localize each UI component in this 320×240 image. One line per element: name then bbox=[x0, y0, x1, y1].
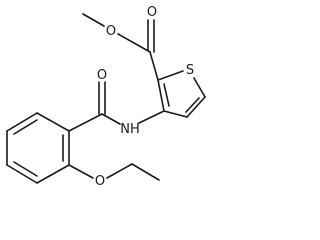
bond-methyl-o bbox=[82, 13, 105, 27]
bond-benz-2-3 bbox=[6, 112, 38, 132]
atom-o-ether: O bbox=[95, 174, 105, 189]
atom-s-thiophene: S bbox=[186, 63, 194, 78]
bond-c3-n bbox=[138, 110, 165, 124]
bond-c2-s bbox=[157, 70, 184, 81]
bond-ester-c-thiophene bbox=[149, 51, 159, 81]
bond-ch2-ch3 bbox=[131, 163, 160, 181]
atom-o-ester-methyl: O bbox=[106, 24, 116, 39]
bond-benz-o-ether bbox=[68, 164, 94, 179]
atom-o-amide: O bbox=[97, 68, 107, 83]
bond-c5-c4-inner bbox=[185, 97, 200, 113]
atom-o-ester-carbonyl: O bbox=[147, 5, 157, 20]
bond-n-amide-c bbox=[101, 113, 121, 125]
bond-benz-4-5 bbox=[6, 164, 38, 184]
bond-o-ester-carbon bbox=[117, 33, 151, 53]
bond-benz-5-6 bbox=[36, 164, 70, 184]
bond-s-c5 bbox=[193, 77, 206, 98]
structure-canvas: O O S O NH O bbox=[6, 5, 206, 189]
bond-o-ch2 bbox=[106, 163, 133, 179]
bond-benz-4-5-inner bbox=[13, 161, 38, 177]
chemical-structure-diagram: O O S O NH O bbox=[6, 5, 206, 189]
bond-benz-1-2 bbox=[36, 112, 70, 132]
bond-benz-2-3-inner bbox=[13, 119, 38, 135]
bond-c3-c2 bbox=[157, 79, 165, 112]
bond-c3-c2-inner bbox=[163, 83, 170, 107]
bond-amide-c-benzene bbox=[68, 113, 103, 132]
bond-c4-c3 bbox=[163, 110, 188, 118]
atom-nh-amide: NH bbox=[120, 122, 140, 137]
bond-c5-c4 bbox=[186, 96, 206, 118]
